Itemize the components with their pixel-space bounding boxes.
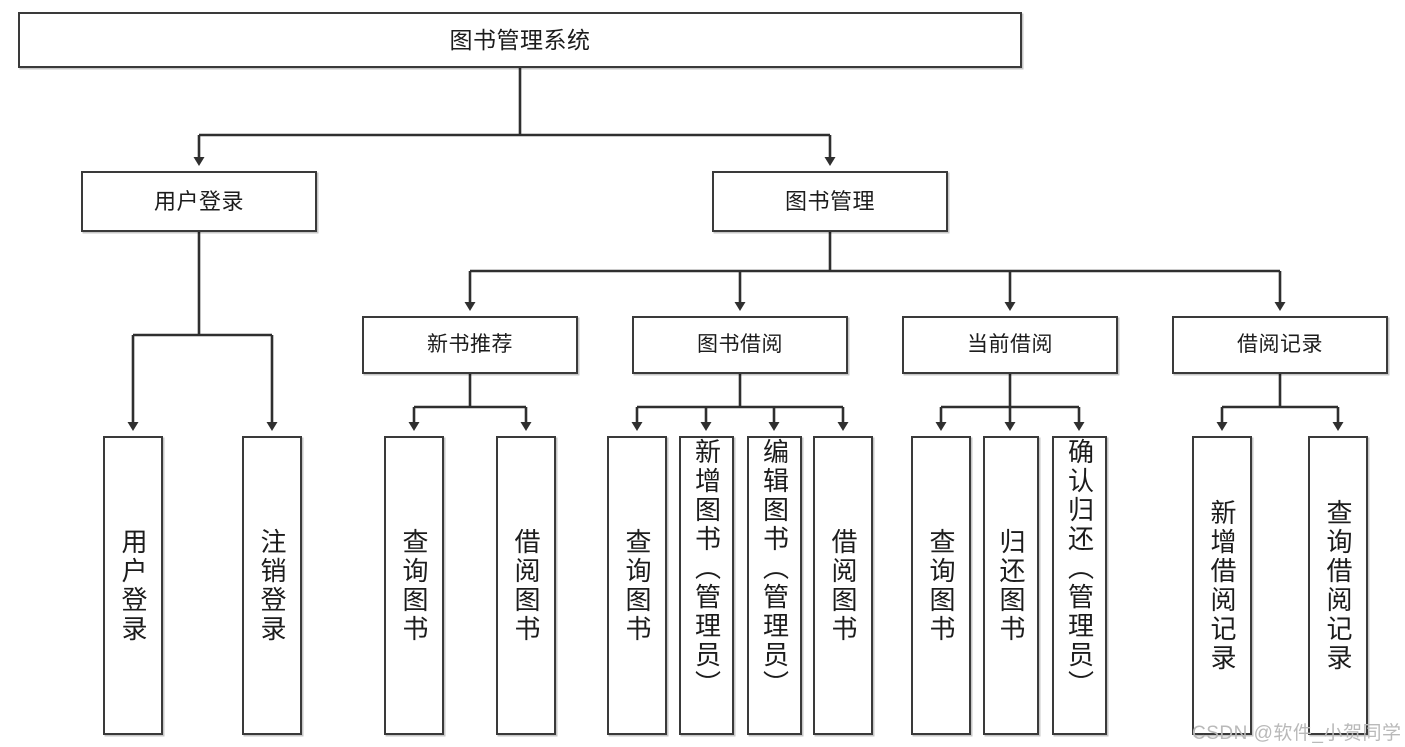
node-current-borrow[interactable]: 当前借阅 (902, 316, 1118, 374)
node-label: 编辑图书（管理员） (759, 438, 790, 699)
leaf-confirm-return-admin[interactable]: 确认归还（管理员） (1052, 436, 1107, 735)
node-label: 借阅图书 (511, 527, 541, 644)
node-label: 新增图书（管理员） (691, 438, 722, 699)
node-label: 归还图书 (996, 527, 1026, 644)
node-label: 查询图书 (622, 527, 652, 644)
node-label: 用户登录 (153, 188, 244, 214)
node-user-login[interactable]: 用户登录 (81, 171, 317, 232)
leaf-edit-book-admin[interactable]: 编辑图书（管理员） (747, 436, 802, 735)
node-label: 新增借阅记录 (1207, 498, 1237, 673)
node-label: 当前借阅 (967, 332, 1053, 356)
node-label: 图书管理 (784, 188, 875, 214)
leaf-add-borrow-record[interactable]: 新增借阅记录 (1192, 436, 1252, 735)
leaf-borrow-book-new[interactable]: 借阅图书 (496, 436, 556, 735)
node-label: 查询图书 (399, 527, 429, 644)
leaf-query-book-borrow[interactable]: 查询图书 (607, 436, 667, 735)
leaf-return-book[interactable]: 归还图书 (983, 436, 1039, 735)
leaf-add-book-admin[interactable]: 新增图书（管理员） (679, 436, 734, 735)
leaf-user-login[interactable]: 用户登录 (103, 436, 163, 735)
node-label: 确认归还（管理员） (1064, 438, 1095, 699)
leaf-borrow-book[interactable]: 借阅图书 (813, 436, 873, 735)
leaf-query-book-current[interactable]: 查询图书 (911, 436, 971, 735)
node-label: 图书管理系统 (449, 26, 591, 53)
leaf-query-book-new[interactable]: 查询图书 (384, 436, 444, 735)
node-new-book-recommendation[interactable]: 新书推荐 (362, 316, 578, 374)
leaf-query-borrow-record[interactable]: 查询借阅记录 (1308, 436, 1368, 735)
node-root-book-management-system[interactable]: 图书管理系统 (18, 12, 1022, 68)
node-label: 注销登录 (257, 527, 287, 644)
node-borrow-record[interactable]: 借阅记录 (1172, 316, 1388, 374)
node-label: 借阅图书 (828, 527, 858, 644)
node-book-management[interactable]: 图书管理 (712, 171, 948, 232)
node-label: 用户登录 (118, 527, 148, 644)
node-label: 借阅记录 (1237, 332, 1323, 356)
node-label: 图书借阅 (697, 332, 783, 356)
csdn-watermark: CSDN @软件_小贺同学 (1192, 723, 1402, 744)
node-label: 查询借阅记录 (1323, 498, 1353, 673)
node-label: 查询图书 (926, 527, 956, 644)
leaf-logout[interactable]: 注销登录 (242, 436, 302, 735)
node-label: 新书推荐 (427, 332, 513, 356)
node-book-borrow[interactable]: 图书借阅 (632, 316, 848, 374)
